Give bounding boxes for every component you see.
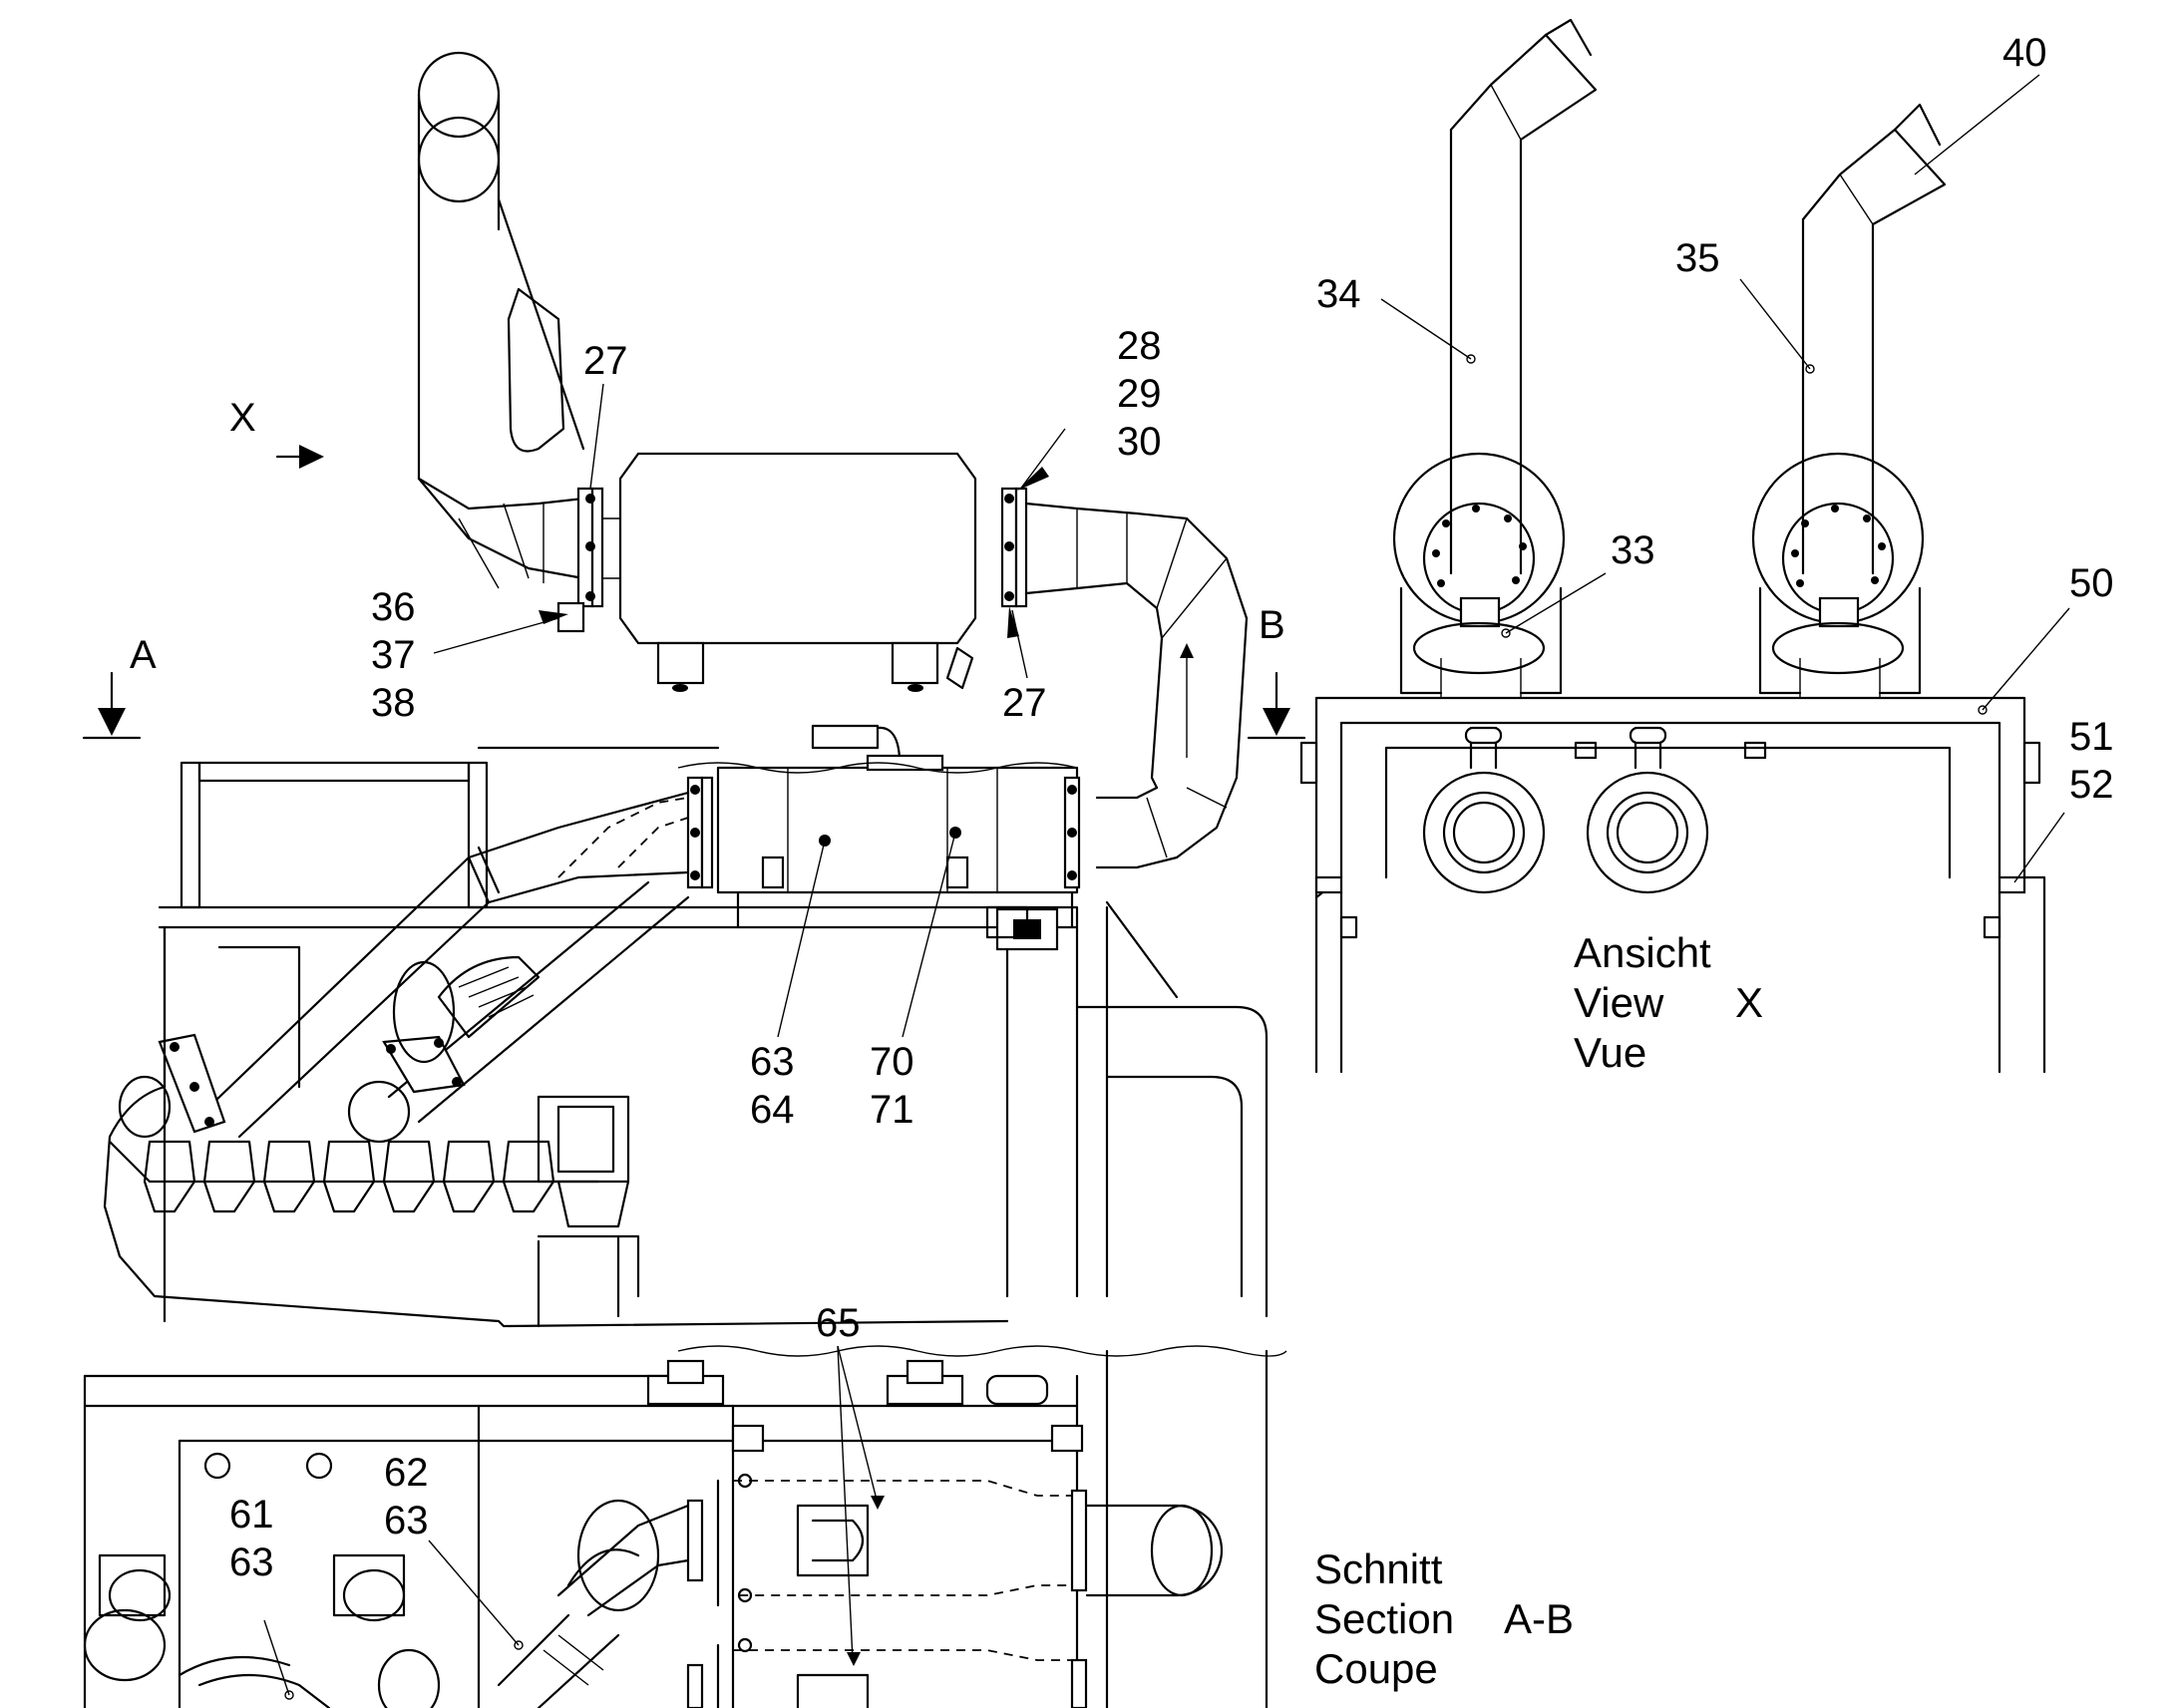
break-line-lower: [677, 1345, 1287, 1357]
stack-34: [1392, 18, 1598, 698]
view-x-arrow: [275, 445, 324, 469]
label-64: 64: [750, 1088, 795, 1132]
section-pipes: [83, 1499, 690, 1708]
catalyst-housing: [686, 724, 1081, 951]
label-35: 35: [1675, 236, 1720, 280]
label-28: 28: [1117, 324, 1162, 368]
engine-block: [103, 905, 1029, 1328]
silencer: [602, 452, 977, 692]
section-a-arrow: [82, 671, 142, 740]
section-ab: [83, 1345, 1287, 1708]
label-a-marker: A: [130, 633, 157, 677]
exhaust-pipes: [158, 791, 690, 1139]
caption-section-ref: A-B: [1504, 1595, 1574, 1642]
caption-vue: Vue: [1574, 1029, 1646, 1076]
caption-view-ref: X: [1735, 979, 1763, 1026]
label-40: 40: [2002, 31, 2047, 75]
label-62: 62: [384, 1451, 429, 1495]
label-37: 37: [371, 633, 416, 677]
caption-schnitt: Schnitt: [1314, 1545, 1443, 1592]
caption-ansicht: Ansicht: [1574, 929, 1711, 976]
label-27-top: 27: [583, 339, 628, 383]
label-29: 29: [1117, 372, 1162, 416]
section-ab-caption: Schnitt Section A-B Coupe: [1314, 1545, 1574, 1692]
label-x-marker: X: [229, 396, 256, 440]
label-36: 36: [371, 585, 416, 629]
bellows: [392, 955, 541, 1064]
stack-35: [1751, 103, 1947, 698]
label-33: 33: [1611, 528, 1655, 572]
exhaust-stack: [417, 51, 585, 589]
outlets-view-x: [1422, 726, 1709, 894]
label-30: 30: [1117, 420, 1162, 464]
frame-50: [1299, 696, 2046, 1074]
view-x-caption: Ansicht View X Vue: [1574, 929, 1763, 1076]
label-b-marker: B: [1259, 603, 1285, 647]
inlet-flange: [556, 487, 604, 633]
label-27-bottom: 27: [1002, 681, 1047, 725]
label-63-lower: 63: [229, 1540, 274, 1584]
catalyst-lower: [686, 1637, 1088, 1708]
label-38: 38: [371, 681, 416, 725]
label-63-main: 63: [750, 1040, 795, 1084]
section-b-arrow: [1247, 671, 1306, 740]
leader-lines: [263, 74, 2070, 1700]
base-frame: [158, 746, 1269, 1323]
label-34: 34: [1316, 272, 1361, 316]
label-71: 71: [870, 1088, 914, 1132]
label-65: 65: [816, 1301, 861, 1345]
label-50: 50: [2069, 561, 2114, 605]
catalyst-upper: [686, 1424, 1224, 1607]
label-52: 52: [2069, 763, 2114, 807]
label-51: 51: [2069, 715, 2114, 759]
caption-view: View: [1574, 979, 1664, 1026]
label-70: 70: [870, 1040, 914, 1084]
label-63-upper: 63: [384, 1499, 429, 1542]
caption-coupe: Coupe: [1314, 1645, 1438, 1692]
outlet-elbow: [1000, 487, 1249, 869]
view-x: [1299, 18, 2046, 1074]
break-line-upper: [677, 762, 1078, 774]
callout-labels: X A B 27 27 28 29 30 36 37 38 34 35 40 3…: [130, 31, 2114, 1584]
label-61: 61: [229, 1493, 274, 1537]
main-view: [82, 51, 1306, 1328]
caption-section: Section: [1314, 1595, 1454, 1642]
